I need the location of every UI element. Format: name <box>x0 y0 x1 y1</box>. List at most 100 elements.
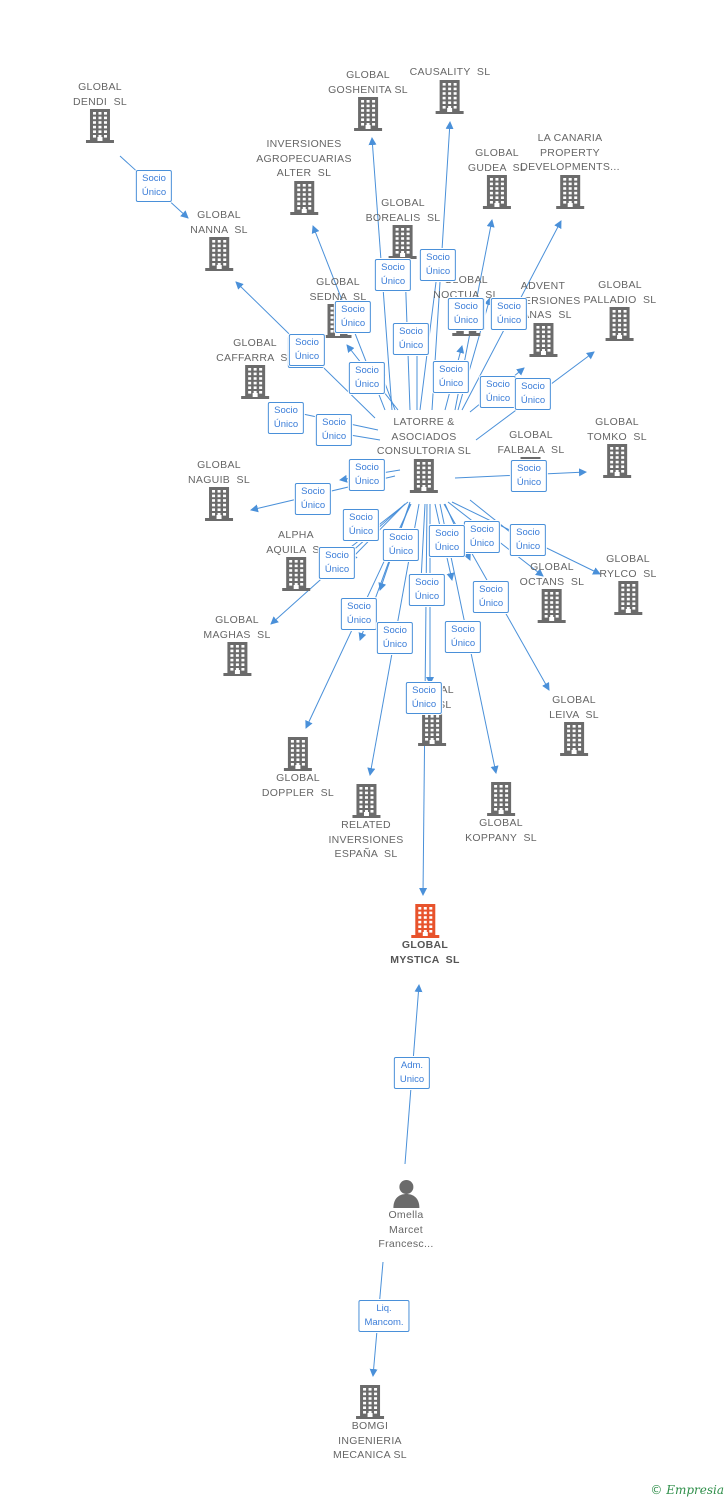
node-label: GLOBAL NAGUIB SL <box>188 459 250 486</box>
building-icon <box>256 180 352 215</box>
building-icon <box>390 904 459 938</box>
edge-label-socio[interactable]: Socio Único <box>135 170 173 202</box>
node-label: ALPHA AQUILA SL <box>266 529 325 556</box>
edge-label-socio[interactable]: Socio Único <box>463 521 501 553</box>
building-icon <box>190 237 248 271</box>
edge-label-socio[interactable]: Socio Único <box>444 621 482 653</box>
node-global-dendi[interactable]: GLOBAL DENDI SL <box>73 80 127 143</box>
node-label: CAUSALITY SL <box>409 66 491 78</box>
edge-label-socio[interactable]: Socio Único <box>334 301 372 333</box>
edge-label-socio[interactable]: Socio Único <box>510 460 548 492</box>
node-causality[interactable]: CAUSALITY SL <box>410 65 491 114</box>
brand-watermark: © Empresia <box>650 1483 724 1497</box>
edge-label-socio[interactable]: Socio Único <box>479 376 517 408</box>
node-inversiones-agropecuarias[interactable]: INVERSIONES AGROPECUARIAS ALTER SL <box>256 137 352 215</box>
edge-label-socio[interactable]: Socio Único <box>340 598 378 630</box>
building-icon <box>203 642 270 676</box>
node-label: LA CANARIA PROPERTY DEVELOPMENTS... <box>520 132 620 173</box>
edge-label-socio[interactable]: Socio Único <box>432 361 470 393</box>
edge-label-socio[interactable]: Socio Único <box>267 402 305 434</box>
building-icon <box>366 225 441 259</box>
node-label: GLOBAL FALBALA SL <box>497 429 565 456</box>
building-icon <box>468 175 526 209</box>
node-global-koppany[interactable]: GLOBAL KOPPANY SL <box>465 782 537 845</box>
building-icon <box>328 97 408 131</box>
building-icon <box>262 737 334 771</box>
node-latorre[interactable]: LATORRE & ASOCIADOS CONSULTORIA SL <box>377 415 471 493</box>
edge-label-socio[interactable]: Socio Único <box>382 529 420 561</box>
edge-label-socio[interactable]: Socio Único <box>348 459 386 491</box>
edge-label-socio[interactable]: Socio Único <box>490 298 528 330</box>
building-icon <box>520 174 620 209</box>
node-label: GLOBAL SEDNA SL <box>309 276 367 303</box>
edge-label-socio[interactable]: Socio Único <box>408 574 446 606</box>
edge-label-socio[interactable]: Socio Único <box>374 259 412 291</box>
node-label: GLOBAL TOMKO SL <box>587 416 647 443</box>
node-global-nanna[interactable]: GLOBAL NANNA SL <box>190 208 248 271</box>
node-label: GLOBAL CAFFARRA SL <box>216 337 293 364</box>
node-global-mystica[interactable]: GLOBAL MYSTICA SL <box>390 904 459 967</box>
node-label: INVERSIONES AGROPECUARIAS ALTER SL <box>256 138 352 179</box>
edge-label-socio[interactable]: Socio Único <box>392 323 430 355</box>
node-global-gudea[interactable]: GLOBAL GUDEA SL <box>468 146 526 209</box>
node-label: GLOBAL RYLCO SL <box>599 553 657 580</box>
building-icon <box>333 1385 407 1419</box>
edge-label-socio[interactable]: Socio Único <box>318 547 356 579</box>
node-global-doppler[interactable]: GLOBAL DOPPLER SL <box>262 737 334 800</box>
node-bomgi[interactable]: BOMGI INGENIERIA MECANICA SL <box>333 1385 407 1463</box>
node-global-rylco[interactable]: GLOBAL RYLCO SL <box>599 552 656 615</box>
building-icon <box>465 782 537 816</box>
edge-label-socio[interactable]: Socio Único <box>428 525 466 557</box>
edge-label-socio[interactable]: Socio Único <box>342 509 380 541</box>
building-icon <box>587 444 647 478</box>
building-icon <box>549 722 599 756</box>
building-icon <box>505 322 580 357</box>
edge-label-socio[interactable]: Socio Único <box>509 524 547 556</box>
edge-label-socio[interactable]: Socio Único <box>288 334 326 366</box>
edge-label-socio[interactable]: Socio Único <box>472 581 510 613</box>
node-global-tomko[interactable]: GLOBAL TOMKO SL <box>587 415 647 478</box>
node-global-naguib[interactable]: GLOBAL NAGUIB SL <box>188 458 250 521</box>
node-label: RELATED INVERSIONES ESPAÑA SL <box>328 819 404 860</box>
node-related-inversiones[interactable]: RELATED INVERSIONES ESPAÑA SL <box>328 784 403 862</box>
node-omella-marcet[interactable]: Omella Marcet Francesc... <box>378 1178 433 1252</box>
building-icon <box>188 487 250 521</box>
edge-label-socio[interactable]: Socio Único <box>315 414 353 446</box>
node-global-maghas[interactable]: GLOBAL MAGHAS SL <box>203 613 270 676</box>
building-icon <box>377 458 471 493</box>
building-icon <box>520 589 585 623</box>
edge-label-socio[interactable]: Socio Único <box>376 622 414 654</box>
node-label: GLOBAL DOPPLER SL <box>261 772 335 799</box>
building-icon <box>599 581 656 615</box>
node-global-leiva[interactable]: GLOBAL LEIVA SL <box>549 693 599 756</box>
node-label: GLOBAL BOREALIS SL <box>365 197 441 224</box>
edge-label-socio[interactable]: Socio Único <box>419 249 457 281</box>
edge-label-socio[interactable]: Socio Único <box>514 378 552 410</box>
building-icon <box>216 365 294 399</box>
building-icon <box>410 79 491 114</box>
node-global-octans[interactable]: GLOBAL OCTANS SL <box>520 560 585 623</box>
node-label: BOMGI INGENIERIA MECANICA SL <box>333 1420 407 1461</box>
node-global-palladio[interactable]: GLOBAL PALLADIO SL <box>584 278 657 341</box>
edge-label-socio[interactable]: Socio Único <box>294 483 332 515</box>
building-icon <box>584 307 657 341</box>
node-label: GLOBAL NANNA SL <box>190 209 248 236</box>
edge-label-socio[interactable]: Socio Único <box>348 362 386 394</box>
edge-label-socio[interactable]: Socio Único <box>405 682 443 714</box>
node-global-goshenita[interactable]: GLOBAL GOSHENITA SL <box>328 68 408 131</box>
edge-label-socio[interactable]: Socio Único <box>447 298 485 330</box>
node-global-caffarra[interactable]: GLOBAL CAFFARRA SL <box>216 336 294 399</box>
node-global-borealis[interactable]: GLOBAL BOREALIS SL <box>366 196 441 259</box>
edge-label-adm[interactable]: Adm. Unico <box>393 1057 431 1089</box>
node-label: GLOBAL KOPPANY SL <box>465 817 537 844</box>
node-label: GLOBAL DENDI SL <box>72 81 128 108</box>
person-icon <box>378 1178 433 1208</box>
brand-name: Empresia <box>666 1483 724 1497</box>
edge-label-liq[interactable]: Liq. Mancom. <box>358 1300 410 1332</box>
node-label: LATORRE & ASOCIADOS CONSULTORIA SL <box>376 416 472 457</box>
node-label: GLOBAL GUDEA SL <box>467 147 527 174</box>
node-la-canaria[interactable]: LA CANARIA PROPERTY DEVELOPMENTS... <box>520 131 620 209</box>
node-alpha-aquila[interactable]: ALPHA AQUILA SL <box>266 528 326 591</box>
